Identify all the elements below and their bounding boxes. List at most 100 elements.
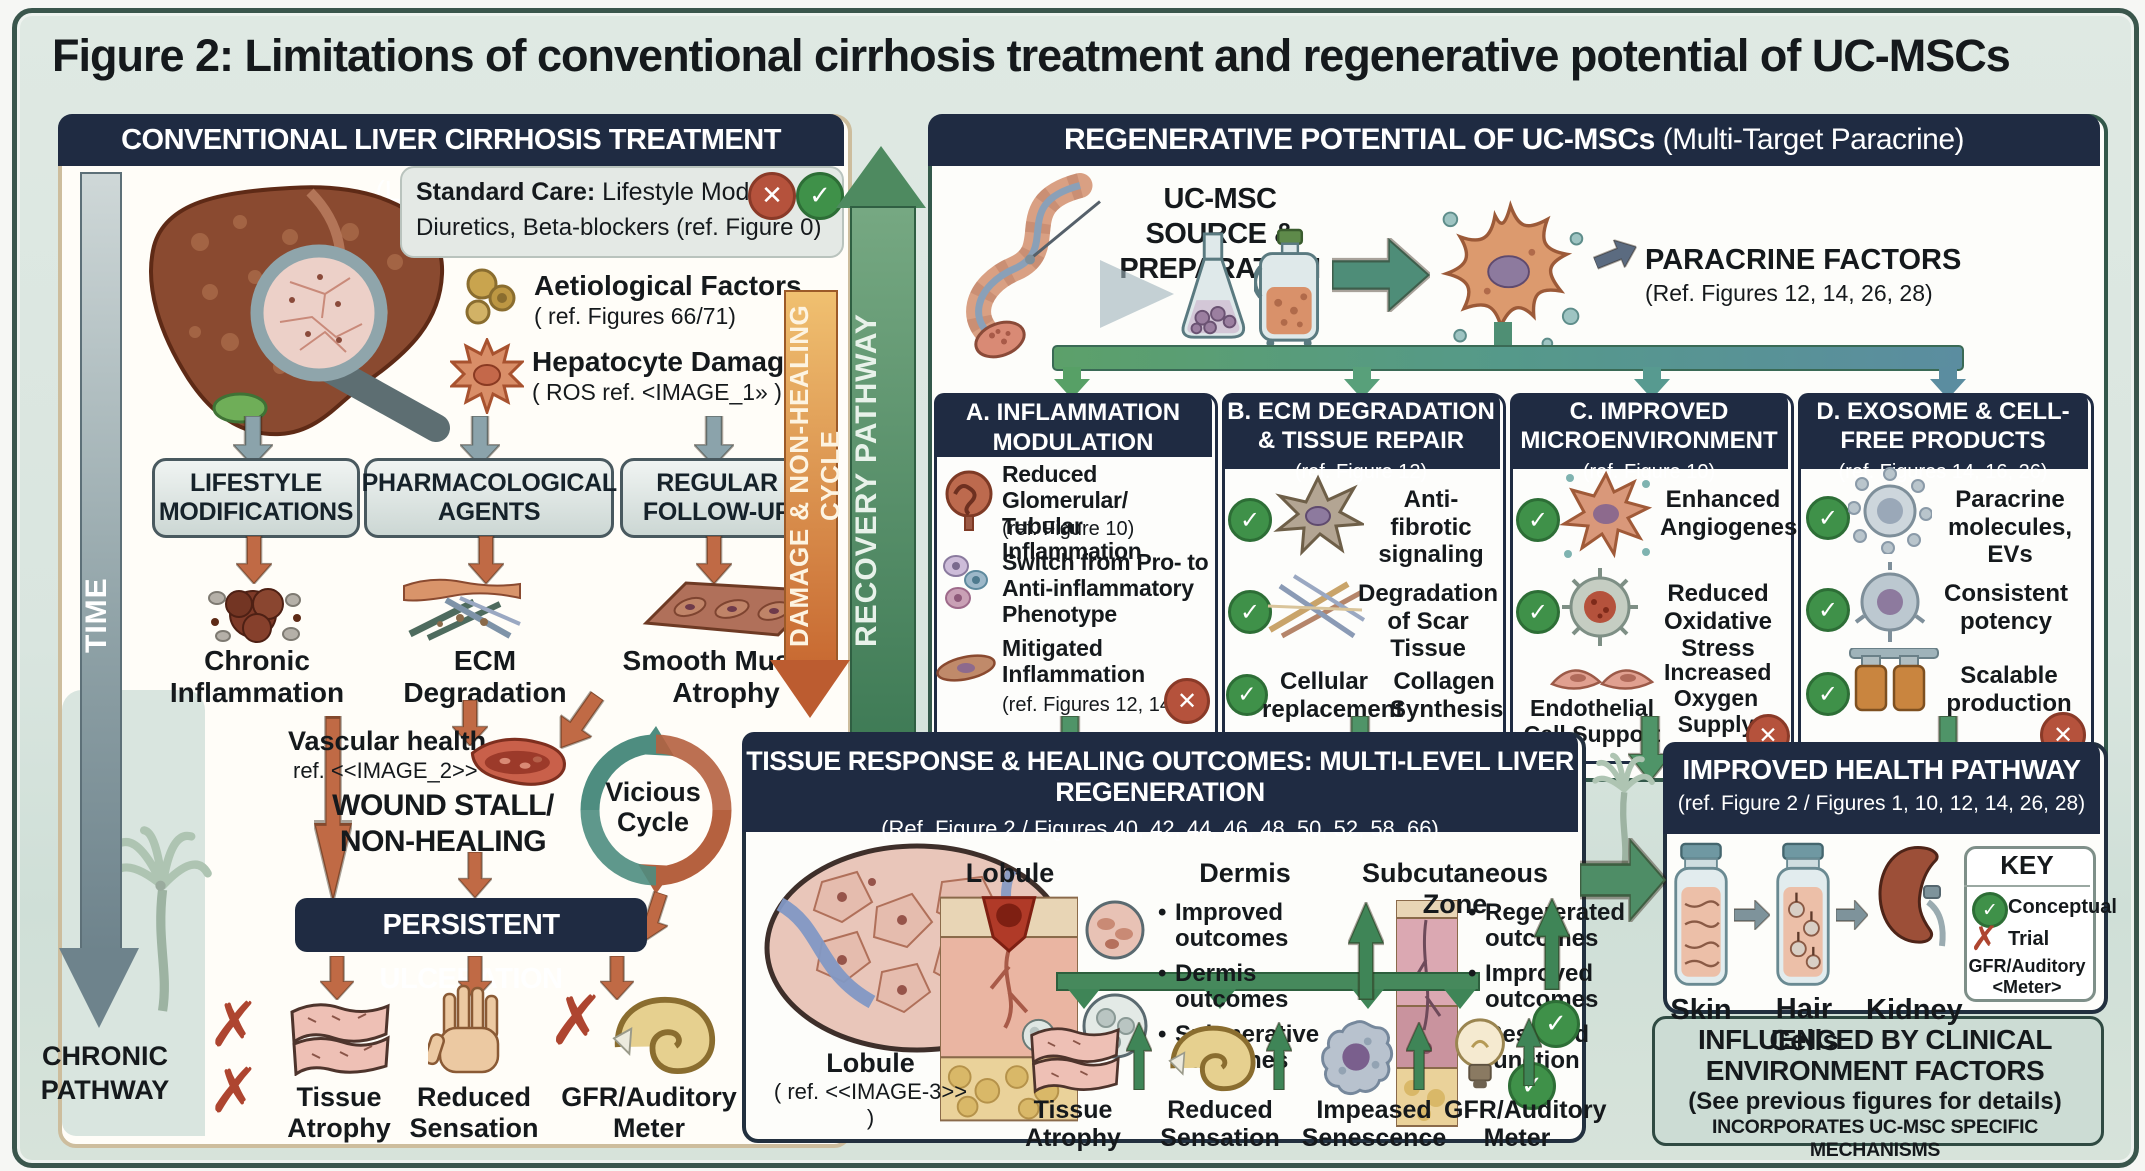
arrow-right-icon bbox=[1590, 233, 1642, 277]
right-panel-header: REGENERATIVE POTENTIAL OF UC-MSCs (Multi… bbox=[928, 114, 2100, 166]
paracrine-factors-label: PARACRINE FACTORS bbox=[1645, 244, 1962, 276]
arrow-up-icon bbox=[1266, 1022, 1292, 1090]
tissue-outcome1-label: Tissue Atrophy bbox=[1025, 1096, 1121, 1152]
damage-arrowhead bbox=[770, 660, 850, 718]
arrow-down-icon bbox=[233, 416, 273, 466]
hand-icon bbox=[428, 984, 500, 1074]
column-a-item2: Switch from Pro- to Anti-inflammatory Ph… bbox=[1002, 549, 1209, 627]
lightbulb-icon bbox=[1455, 1018, 1505, 1089]
pharmacological-agents-box: PHARMACOLOGICAL AGENTS bbox=[361, 458, 618, 538]
endothelial-cells-icon bbox=[1549, 669, 1655, 690]
gfr-auditory-label: GFR/Auditory Meter bbox=[561, 1082, 737, 1144]
dermis-bullet: Dermis outcomes bbox=[1158, 960, 1338, 1013]
cirrhotic-liver-icon bbox=[149, 185, 450, 442]
tissue-header-ref: (Ref. Figure 2 / Figures 40, 42, 44, 46,… bbox=[881, 816, 1439, 841]
funnel-icon bbox=[1100, 260, 1174, 328]
column-a-title: A. INFLAMMATION MODULATION bbox=[965, 399, 1181, 456]
arrow-up-icon bbox=[1126, 1022, 1152, 1090]
arrow-down-icon bbox=[600, 956, 634, 1000]
scar-fibers-icon bbox=[1267, 574, 1366, 639]
arrow-down-icon bbox=[314, 716, 352, 902]
column-c-item1: Enhanced Angiogenesis bbox=[1660, 486, 1818, 541]
column-c-ref: (ref. Figure 10) bbox=[1582, 460, 1716, 483]
left-panel-header: CONVENTIONAL LIVER CIRRHOSIS TREATMENT (… bbox=[58, 114, 844, 208]
check-icon bbox=[1806, 496, 1850, 540]
tissue-atrophy-label: Tissue Atrophy bbox=[287, 1082, 391, 1144]
arrow-right-icon bbox=[1836, 900, 1868, 930]
bracket-arrowhead bbox=[1068, 989, 1100, 1009]
arrow-down-icon bbox=[320, 956, 354, 1000]
bracket-drop bbox=[1939, 367, 1957, 379]
column-c-item2: Reduced Oxidative Stress bbox=[1663, 580, 1773, 663]
column-b-title: B. ECM DEGRADATION & TISSUE REPAIR bbox=[1227, 398, 1495, 455]
recovery-banner-label: RECOVERY PATHWAY bbox=[850, 313, 883, 647]
palm-tree-icon bbox=[1592, 752, 1655, 868]
right-header-note: (Multi-Target Paracrine) bbox=[1662, 123, 1965, 156]
time-arrowhead bbox=[59, 948, 139, 1028]
check-icon bbox=[1516, 590, 1560, 634]
hair-cells-label: Hair Cells bbox=[1769, 993, 1839, 1057]
column-d-item3: Scalable production bbox=[1946, 662, 2072, 717]
column-c-item3b: Increased Oxygen Supply bbox=[1664, 659, 1772, 737]
arrow-right-icon bbox=[1580, 838, 1666, 922]
skin-label: Skin bbox=[1670, 994, 1732, 1026]
tissue-header-text: TISSUE RESPONSE & HEALING OUTCOMES: MULT… bbox=[746, 746, 1574, 807]
product-bottles-icon bbox=[1849, 648, 1939, 712]
column-b-item3b: Collagen Synthesis bbox=[1390, 668, 1504, 723]
figure-title: Figure 2: Limitations of conventional ci… bbox=[52, 30, 2011, 81]
standard-care-line2-text: Diuretics, Beta-blockers bbox=[416, 214, 677, 241]
bracket-drop bbox=[1643, 367, 1661, 379]
column-a-item1-ref: (ref. Figure 10) bbox=[1002, 518, 1135, 540]
influence-line3: INCORPORATES UC-MSC SPECIFIC MECHANISMS bbox=[1711, 1116, 2038, 1161]
column-b-header: B. ECM DEGRADATION & TISSUE REPAIR (ref.… bbox=[1222, 393, 1500, 483]
aetiological-factors-icon bbox=[465, 268, 516, 325]
angiogenesis-cell-icon bbox=[1559, 470, 1653, 559]
key-title: KEY bbox=[1964, 850, 2090, 887]
arrow-up-icon bbox=[1516, 1018, 1542, 1086]
standard-care-line2: Diuretics, Beta-blockers (ref. Figure 0) bbox=[416, 214, 821, 242]
column-d-item1: Paracrine molecules, EVs bbox=[1947, 486, 2073, 569]
cross-mark-icon bbox=[548, 988, 605, 1056]
spindle-cell-icon bbox=[936, 654, 996, 682]
damage-banner-label: DAMAGE & NON-HEALING CYCLE bbox=[784, 304, 845, 648]
regular-followup-label: REGULAR FOLLOW-UP bbox=[642, 469, 792, 526]
bracket-drop bbox=[1063, 367, 1081, 379]
vascular-health-label: Vascular health bbox=[288, 726, 487, 756]
tissue-outcome2-label: Reduced Sensation bbox=[1160, 1096, 1280, 1152]
paracrine-factors-ref: (Ref. Figures 12, 14, 26, 28) bbox=[1645, 280, 1933, 306]
kidney-icon bbox=[1878, 846, 1946, 947]
check-icon bbox=[1228, 590, 1272, 634]
arrow-down-icon bbox=[460, 416, 500, 466]
arrow-up-icon bbox=[1406, 1022, 1432, 1090]
column-a-header: A. INFLAMMATION MODULATION bbox=[934, 393, 1212, 457]
standard-care-rest: Lifestyle Mod, bbox=[595, 178, 757, 206]
skin-jar-icon bbox=[1674, 842, 1728, 986]
check-icon bbox=[1226, 674, 1268, 716]
key-trial-label: Trial bbox=[2008, 928, 2050, 950]
influence-line1: INFLUENCED BY CLINICAL ENVIRONMENT FACTO… bbox=[1697, 1024, 2053, 1087]
bracket-stem bbox=[1494, 322, 1512, 350]
dermis-title: Dermis bbox=[1199, 858, 1291, 888]
cross-icon bbox=[748, 172, 796, 220]
check-icon bbox=[1532, 1000, 1580, 1048]
aetiological-factors-ref: ( ref. Figures 66/71) bbox=[534, 303, 736, 329]
ecm-degradation-icon bbox=[403, 578, 521, 641]
influence-box bbox=[1652, 1016, 2104, 1146]
senescent-cell-icon bbox=[1321, 1020, 1394, 1096]
column-b-item2: Degradation of Scar Tissue bbox=[1358, 580, 1499, 663]
lobule-bottom-label: Lobule ( ref. <<IMAGE-3>> ) bbox=[768, 1048, 973, 1131]
cochlea-icon bbox=[612, 996, 716, 1075]
tissue-atrophy-icon bbox=[290, 1003, 390, 1076]
lifestyle-modifications-box: LIFESTYLE MODIFICATIONS bbox=[152, 458, 360, 538]
arrow-up-icon bbox=[1534, 898, 1570, 990]
pharmacological-agents-label: PHARMACOLOGICAL AGENTS bbox=[361, 469, 618, 526]
column-a-item1: Reduced Glomerular/ Tubular Inflammation bbox=[1002, 461, 1142, 565]
cross-icon bbox=[1164, 678, 1210, 724]
arrow-up-icon bbox=[1348, 902, 1384, 1000]
arrow-right-icon bbox=[1332, 238, 1430, 312]
arrow-down-icon bbox=[468, 536, 504, 584]
right-header-text: REGENERATIVE POTENTIAL OF UC-MSCs bbox=[1063, 123, 1655, 156]
aetiological-factors-label: Aetiological Factors bbox=[534, 270, 802, 301]
arrow-down-icon bbox=[545, 685, 613, 759]
left-header-text: CONVENTIONAL LIVER CIRRHOSIS TREATMENT bbox=[121, 124, 781, 156]
